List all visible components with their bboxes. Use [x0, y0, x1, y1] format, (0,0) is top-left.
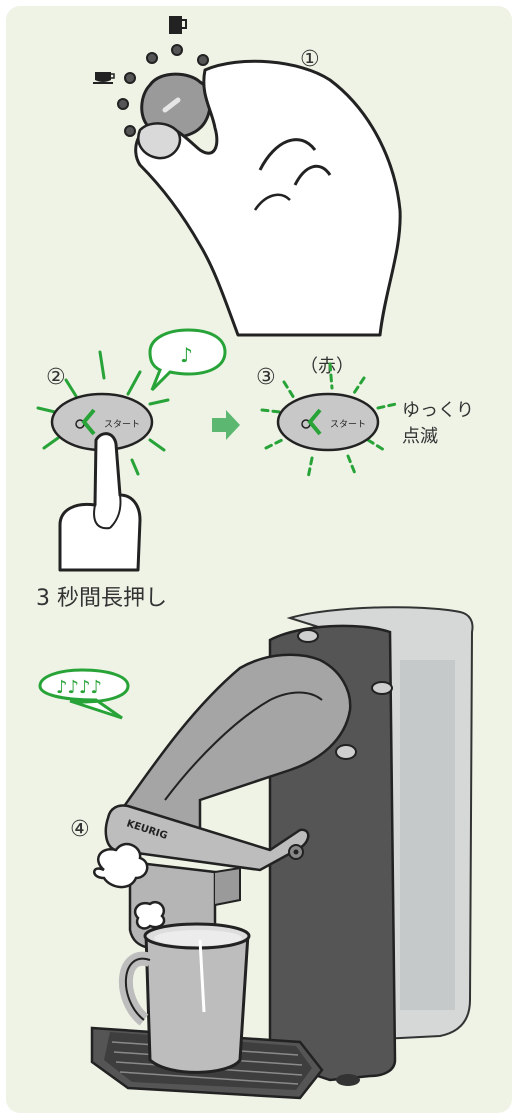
blink-lines-step3 — [260, 362, 398, 480]
dial-selector — [117, 44, 212, 139]
step-1-number: ① — [300, 47, 320, 72]
step-4-number: ④ — [70, 817, 90, 842]
mug-icon — [169, 16, 187, 34]
steam — [93, 842, 166, 930]
beeps-notes: ♪♪♪♪ — [56, 677, 102, 698]
top-button — [371, 681, 393, 695]
dial-dot — [197, 54, 209, 66]
instruction-text: 3 秒間長押し — [36, 586, 167, 611]
beep-note: ♪ — [180, 343, 193, 367]
hand-turning-dial — [134, 59, 402, 337]
dial-dot — [117, 98, 129, 110]
blink-description-line2: 点滅 — [402, 426, 438, 447]
start-button-label-step3: スタート — [330, 419, 366, 430]
top-button — [335, 744, 357, 760]
dial-dot — [171, 44, 183, 56]
start-button[interactable]: スタート — [50, 392, 154, 452]
coffee-cup — [118, 922, 251, 1074]
start-button-blinking: スタート — [276, 392, 380, 452]
blink-lines-step2 — [36, 350, 170, 476]
dial-dot — [124, 125, 136, 137]
top-button — [297, 629, 319, 643]
blink-description-line1: ゆっくり — [402, 400, 474, 421]
blink-color-label: （赤） — [300, 356, 354, 377]
speech-bubble-beep: ♪ — [148, 328, 227, 392]
dial-dot — [124, 72, 136, 84]
dial-knob — [140, 72, 212, 139]
dial-dot — [146, 52, 158, 64]
pressing-finger — [58, 432, 142, 572]
speech-bubble-beeps: ♪♪♪♪ — [38, 668, 130, 720]
start-button-label: スタート — [104, 419, 140, 430]
step-2-number: ② — [46, 365, 66, 390]
cup-icon — [93, 72, 115, 84]
step-3-number: ③ — [256, 365, 276, 390]
arrow-right-icon — [212, 410, 240, 440]
